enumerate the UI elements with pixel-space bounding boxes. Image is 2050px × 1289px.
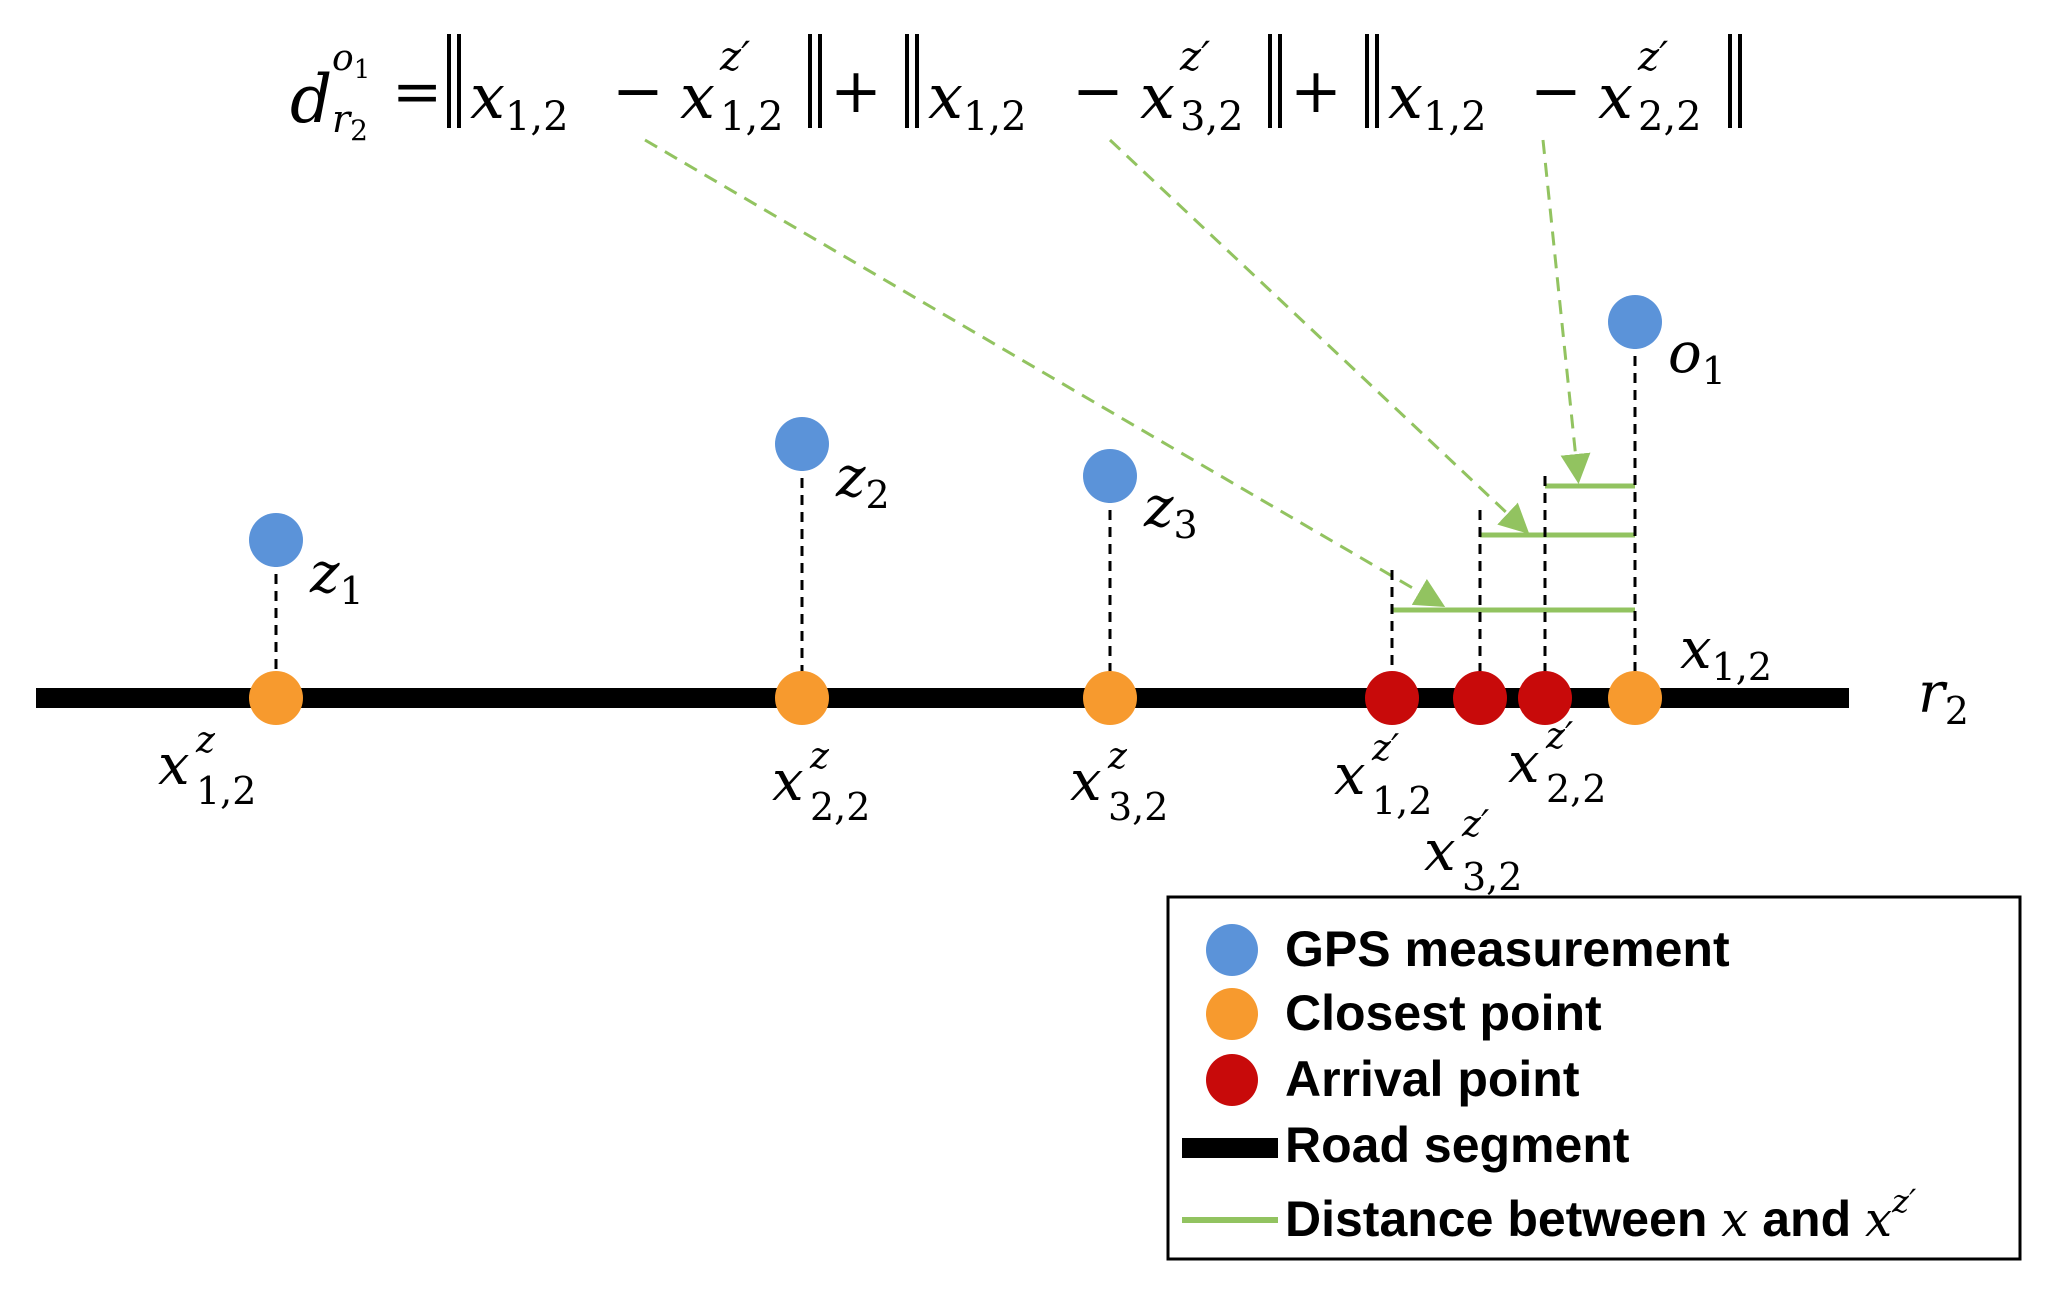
closest-point-3 xyxy=(1083,671,1137,725)
svg-text:−: − xyxy=(1072,54,1124,127)
legend-box xyxy=(1166,895,2022,1261)
gps-point-o1 xyxy=(1608,295,1662,349)
label-xzp22: x z′ 2,2 xyxy=(1508,716,1606,811)
label-z1: z1 xyxy=(309,541,364,613)
label-xzp12: x z′ 1,2 xyxy=(1334,728,1432,823)
label-o1: o1 xyxy=(1668,321,1726,393)
svg-text:z: z xyxy=(195,720,216,761)
svg-text:−: − xyxy=(1530,54,1582,127)
svg-text:z′: z′ xyxy=(1371,728,1399,769)
svg-text:z′: z′ xyxy=(1545,716,1573,757)
svg-text:x: x xyxy=(1334,743,1366,808)
closest-point-1 xyxy=(249,671,303,725)
svg-text:x1,2: x1,2 xyxy=(1388,60,1487,140)
svg-text:1,2: 1,2 xyxy=(720,94,784,140)
arrow-term-1 xyxy=(644,138,1446,608)
svg-text:+: + xyxy=(830,54,882,127)
svg-text:x: x xyxy=(1424,819,1456,884)
road-segment xyxy=(36,688,1849,708)
svg-text:1,2: 1,2 xyxy=(196,769,256,813)
svg-text:x: x xyxy=(1598,60,1633,133)
svg-text:z′: z′ xyxy=(1179,34,1210,80)
svg-text:2,2: 2,2 xyxy=(1546,767,1606,811)
legend-road-marker xyxy=(1182,1138,1278,1158)
label-x12: x1,2 xyxy=(1680,617,1772,689)
formula-arrows xyxy=(644,138,1591,608)
svg-text:o1: o1 xyxy=(332,38,370,85)
svg-text:−: − xyxy=(612,54,664,127)
arrival-point-2 xyxy=(1518,671,1572,725)
svg-text:3,2: 3,2 xyxy=(1462,855,1522,899)
label-xz32: x z 3,2 xyxy=(1070,736,1168,829)
legend-arrival-label: Arrival point xyxy=(1285,1051,1580,1107)
svg-text:2,2: 2,2 xyxy=(810,785,870,829)
legend-distance-label: Distance between x and xz′ xyxy=(1285,1182,1917,1248)
svg-text:3,2: 3,2 xyxy=(1108,785,1168,829)
svg-text:x: x xyxy=(158,733,190,798)
legend-gps-label: GPS measurement xyxy=(1285,921,1730,977)
svg-text:r2: r2 xyxy=(332,97,368,147)
closest-point-o1 xyxy=(1608,671,1662,725)
point-labels: z1 z2 z3 o1 x1,2 r2 x z 1,2 x z 2,2 x z … xyxy=(158,321,1969,899)
svg-text:z: z xyxy=(1107,736,1128,777)
svg-text:+: + xyxy=(1290,54,1342,127)
arrow-term-3 xyxy=(1108,138,1530,535)
closest-points xyxy=(249,671,1662,725)
svg-text:z′: z′ xyxy=(1637,34,1668,80)
svg-text:x: x xyxy=(1508,731,1540,796)
gps-point-z3 xyxy=(1083,449,1137,503)
gps-point-z2 xyxy=(775,417,829,471)
label-z2: z2 xyxy=(835,445,890,517)
gps-points xyxy=(249,295,1662,567)
label-xz12: x z 1,2 xyxy=(158,720,256,813)
svg-text:x: x xyxy=(772,749,804,814)
svg-text:x1,2: x1,2 xyxy=(928,60,1027,140)
label-r2: r2 xyxy=(1918,661,1969,733)
distance-formula: d o1 r2 = x1,2 − x z′ 1,2 + x1,2 − x z′ … xyxy=(290,34,1742,147)
label-xzp32: x z′ 3,2 xyxy=(1424,804,1522,899)
closest-point-2 xyxy=(775,671,829,725)
svg-text:x: x xyxy=(680,60,715,133)
svg-text:x: x xyxy=(1140,60,1175,133)
legend-road-label: Road segment xyxy=(1285,1117,1630,1173)
svg-text:x: x xyxy=(1070,749,1102,814)
legend-closest-label: Closest point xyxy=(1285,985,1602,1041)
svg-text:z: z xyxy=(809,736,830,777)
legend-closest-marker xyxy=(1206,988,1258,1040)
legend-gps-marker xyxy=(1206,924,1258,976)
svg-text:3,2: 3,2 xyxy=(1180,94,1244,140)
arrival-points xyxy=(1365,671,1572,725)
arrival-point-3 xyxy=(1453,671,1507,725)
label-z3: z3 xyxy=(1143,475,1198,547)
gps-point-z1 xyxy=(249,513,303,567)
arrow-term-2 xyxy=(1541,139,1591,484)
projection-dashes xyxy=(274,322,1637,698)
legend: GPS measurement Closest point Arrival po… xyxy=(1166,895,2022,1261)
svg-text:z′: z′ xyxy=(719,34,750,80)
svg-text:1,2: 1,2 xyxy=(1372,779,1432,823)
svg-text:d: d xyxy=(290,61,332,138)
svg-text:=: = xyxy=(392,57,442,127)
svg-text:2,2: 2,2 xyxy=(1638,94,1702,140)
arrival-point-1 xyxy=(1365,671,1419,725)
svg-text:x1,2: x1,2 xyxy=(470,60,569,140)
label-xz22: x z 2,2 xyxy=(772,736,870,829)
svg-text:z′: z′ xyxy=(1461,804,1489,845)
distance-lines xyxy=(1392,483,1635,613)
legend-arrival-marker xyxy=(1206,1054,1258,1106)
